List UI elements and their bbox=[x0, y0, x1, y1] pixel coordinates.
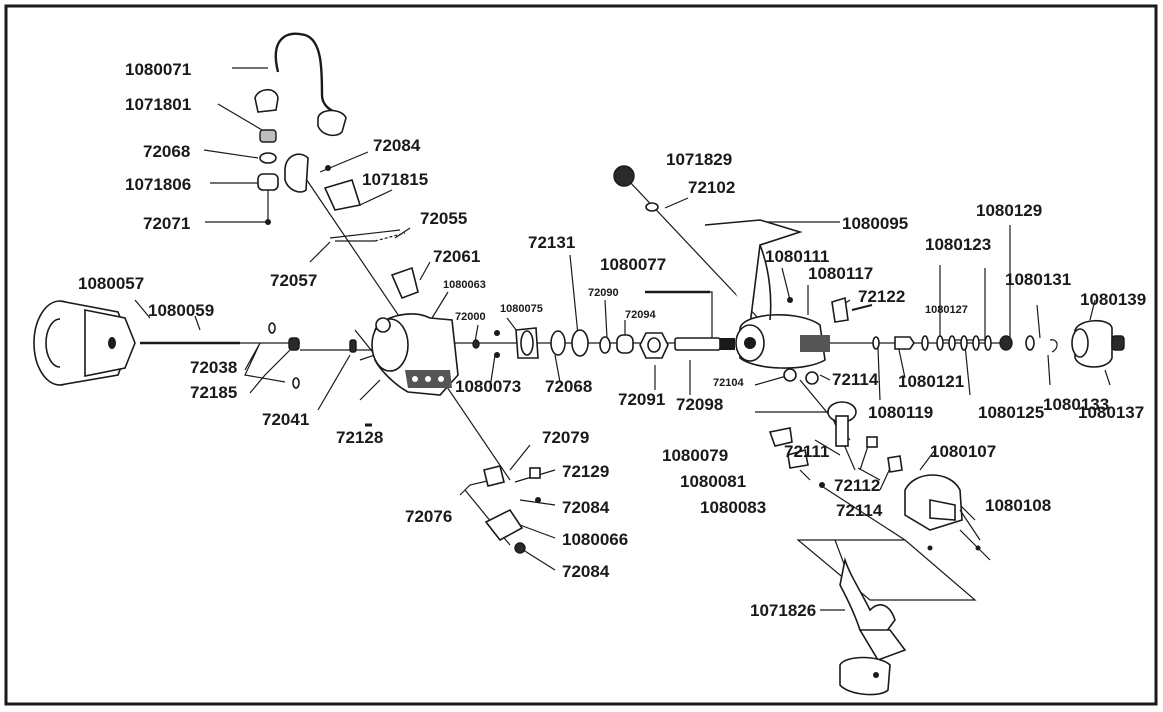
label-72091: 72091 bbox=[618, 390, 665, 409]
label-72111: 72111 bbox=[784, 442, 829, 461]
label-72071: 72071 bbox=[143, 214, 190, 233]
label-1080111: 1080111 bbox=[765, 247, 829, 266]
bail-cover bbox=[323, 179, 362, 211]
frame-border bbox=[4, 4, 1158, 706]
label-1080123: 1080123 bbox=[925, 235, 991, 254]
label-72122: 72122 bbox=[858, 287, 905, 306]
label-1080081: 1080081 bbox=[680, 472, 746, 491]
label-1080059: 1080059 bbox=[148, 301, 214, 320]
reel-foot bbox=[704, 219, 803, 326]
bail-arm-left bbox=[284, 153, 309, 193]
label-1080133: 1080133 bbox=[1043, 395, 1109, 414]
label-1080057: 1080057 bbox=[78, 274, 144, 293]
label-1080066: 1080066 bbox=[562, 530, 628, 549]
label-72084-low1: 72084 bbox=[562, 498, 610, 517]
label-1080077: 1080077 bbox=[600, 255, 666, 274]
handle-knob bbox=[839, 656, 891, 696]
label-72131: 72131 bbox=[528, 233, 575, 252]
label-72038: 72038 bbox=[190, 358, 237, 377]
label-1080137: 1080137 bbox=[1078, 403, 1144, 422]
label-72061: 72061 bbox=[433, 247, 480, 266]
label-1080108: 1080108 bbox=[985, 496, 1051, 515]
label-72000: 72000 bbox=[455, 311, 486, 323]
part-labels: 1080071 1071801 72068 72084 1071806 1071… bbox=[78, 60, 1146, 620]
label-72128: 72128 bbox=[336, 428, 383, 447]
line-roller bbox=[257, 173, 279, 191]
side-cap bbox=[613, 165, 635, 187]
roller-washer bbox=[259, 152, 277, 164]
label-1080063: 1080063 bbox=[443, 279, 486, 291]
label-1080075: 1080075 bbox=[500, 303, 543, 315]
label-1080079: 1080079 bbox=[662, 446, 728, 465]
trip-lever bbox=[390, 266, 419, 300]
label-1071829: 1071829 bbox=[666, 150, 732, 169]
line-guide bbox=[483, 465, 505, 487]
label-72055: 72055 bbox=[420, 209, 467, 228]
label-1071815: 1071815 bbox=[362, 170, 428, 189]
pinion-gear bbox=[674, 337, 721, 351]
label-72068-top: 72068 bbox=[143, 142, 190, 161]
label-1080073: 1080073 bbox=[455, 377, 521, 396]
handle-shaft bbox=[839, 556, 896, 642]
label-72114-low: 72114 bbox=[836, 501, 883, 520]
label-1080125: 1080125 bbox=[978, 403, 1044, 422]
label-1071806: 1071806 bbox=[125, 175, 191, 194]
label-72090: 72090 bbox=[588, 287, 619, 299]
bail-wire bbox=[274, 32, 336, 114]
label-72076: 72076 bbox=[405, 507, 452, 526]
label-1080117: 1080117 bbox=[808, 264, 873, 283]
label-1080095: 1080095 bbox=[842, 214, 908, 233]
label-72041: 72041 bbox=[262, 410, 309, 429]
roller-nut bbox=[259, 129, 277, 143]
line-roller-cap bbox=[254, 88, 279, 113]
label-72084-low2: 72084 bbox=[562, 562, 610, 581]
label-72104: 72104 bbox=[713, 377, 744, 389]
roller-screw bbox=[265, 219, 271, 225]
label-72098: 72098 bbox=[676, 395, 723, 414]
label-72079: 72079 bbox=[542, 428, 589, 447]
label-1080107: 1080107 bbox=[930, 442, 996, 461]
label-1071826: 1071826 bbox=[750, 601, 816, 620]
label-1080071: 1080071 bbox=[125, 60, 191, 79]
label-72057: 72057 bbox=[270, 271, 317, 290]
small-screw-top bbox=[325, 165, 331, 171]
label-1080127: 1080127 bbox=[925, 304, 968, 316]
label-1080121: 1080121 bbox=[898, 372, 964, 391]
label-72114-mid: 72114 bbox=[832, 370, 879, 389]
label-1080119: 1080119 bbox=[868, 403, 933, 422]
label-72084-top: 72084 bbox=[373, 136, 421, 155]
label-72185: 72185 bbox=[190, 383, 237, 402]
bail-arm-right bbox=[317, 109, 347, 137]
label-72068-mid: 72068 bbox=[545, 377, 592, 396]
label-72129: 72129 bbox=[562, 462, 609, 481]
label-1080129: 1080129 bbox=[976, 201, 1042, 220]
label-1071801: 1071801 bbox=[125, 95, 191, 114]
label-1080083: 1080083 bbox=[700, 498, 766, 517]
parts bbox=[33, 32, 1125, 696]
label-72112: 72112 bbox=[834, 476, 880, 495]
label-1080139: 1080139 bbox=[1080, 290, 1146, 309]
label-1080131: 1080131 bbox=[1005, 270, 1071, 289]
label-72102: 72102 bbox=[688, 178, 735, 197]
label-72094: 72094 bbox=[625, 309, 656, 321]
